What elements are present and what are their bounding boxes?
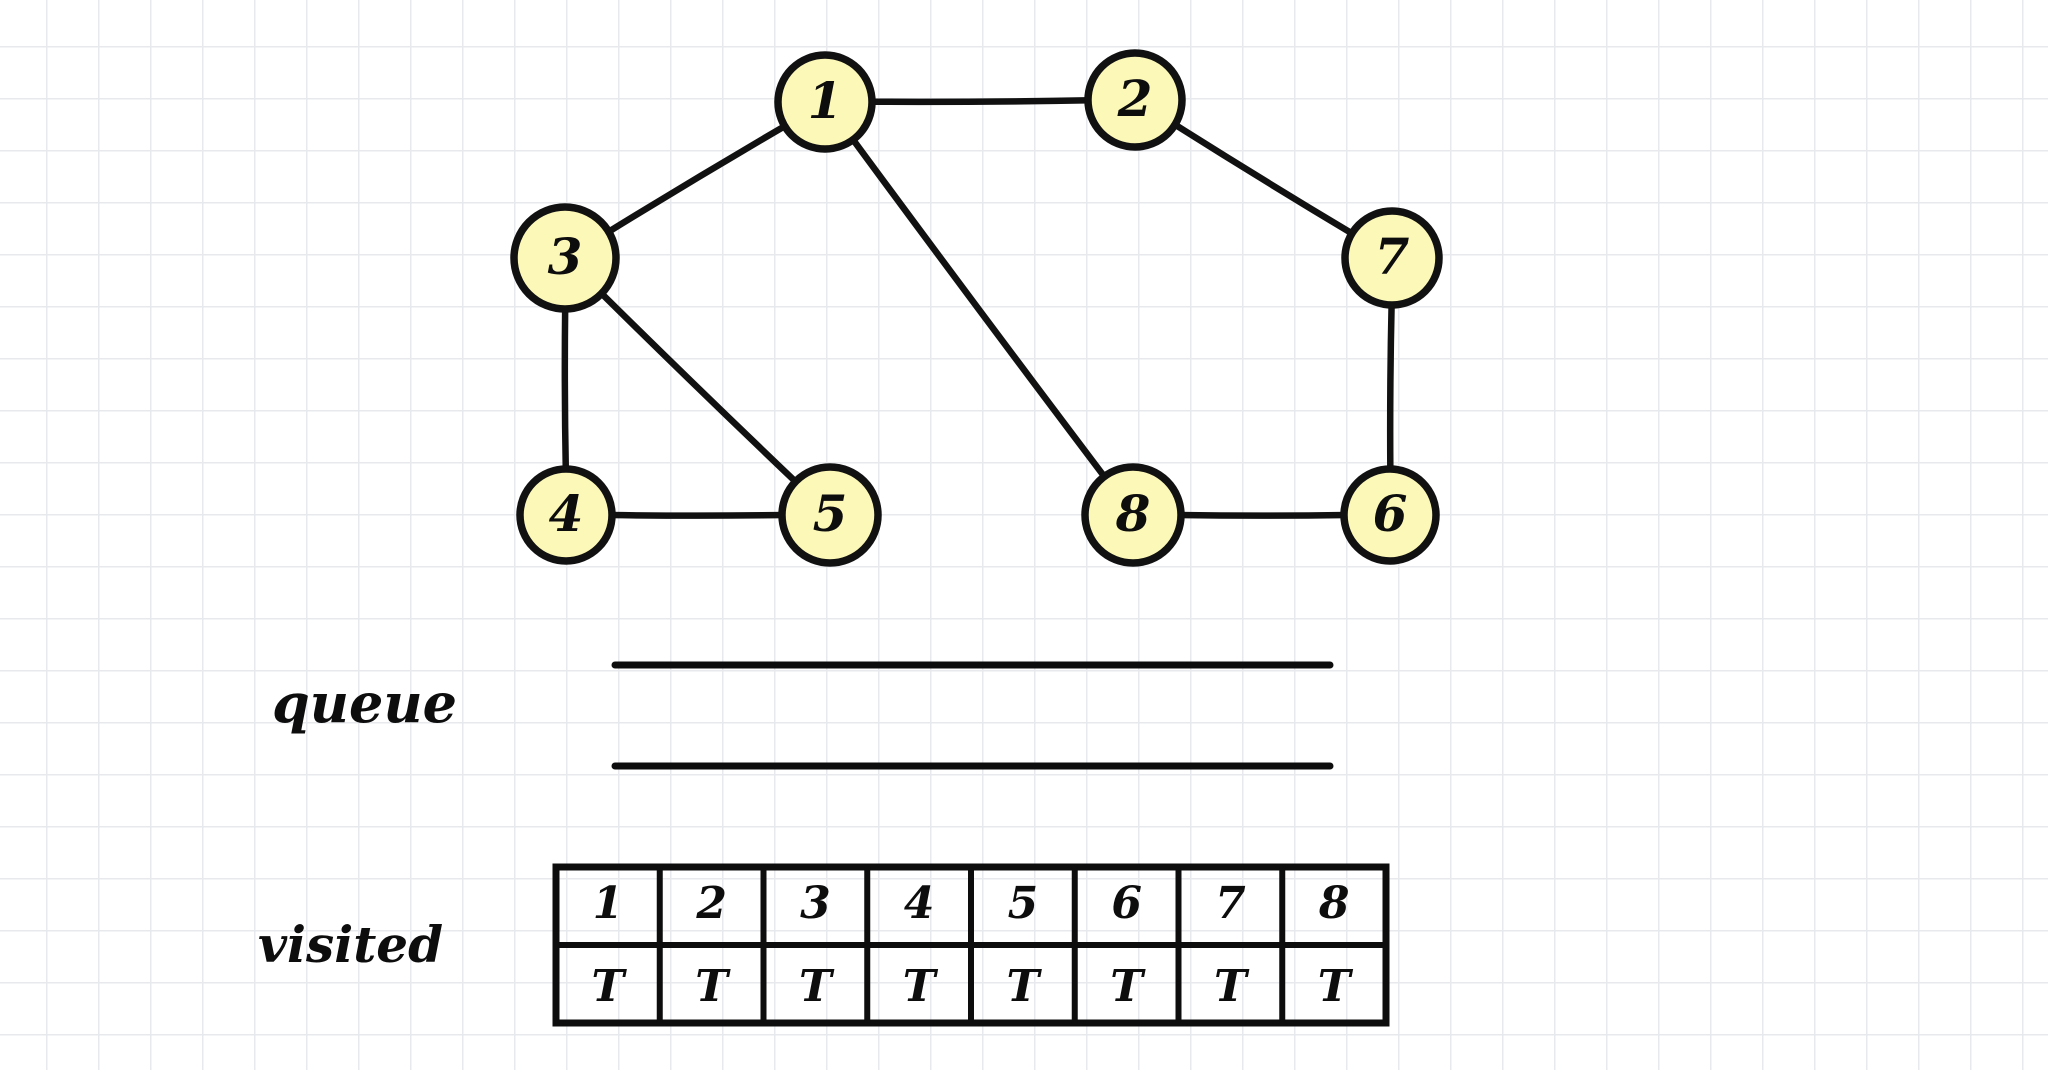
graph-edge-4-5 [605, 511, 789, 519]
graph-edges-layer [561, 97, 1395, 519]
visited-value-cell-8[interactable]: T [1318, 961, 1354, 1012]
graph-node-2[interactable]: 2 [1084, 49, 1186, 151]
visited-header-cell-3: 3 [800, 878, 831, 929]
graph-node-7[interactable]: 7 [1341, 207, 1443, 309]
visited-header-cell-4: 4 [904, 878, 935, 929]
node-circle-5 [778, 463, 882, 567]
graph-edge-3-5 [596, 288, 801, 487]
graph-node-3[interactable]: 3 [510, 203, 620, 313]
visited-value-cell-4[interactable]: T [903, 961, 939, 1012]
node-label-1: 1 [808, 71, 843, 130]
visited-value-cell-5[interactable]: T [1007, 961, 1043, 1012]
node-circle-3 [510, 203, 620, 313]
visited-value-cell-3[interactable]: T [799, 961, 835, 1012]
handwritten-labels: queue visited [258, 671, 457, 974]
node-label-6: 6 [1373, 484, 1408, 543]
graph-edge-1-3 [602, 121, 791, 237]
graph-node-5[interactable]: 5 [778, 463, 882, 567]
visited-header-cell-1: 1 [593, 878, 624, 929]
node-circle-8 [1081, 463, 1185, 567]
graph-edge-2-7 [1169, 119, 1358, 239]
graph-node-8[interactable]: 8 [1081, 463, 1185, 567]
node-circle-2 [1084, 49, 1186, 151]
node-label-3: 3 [548, 227, 583, 286]
graph-edge-7-6 [1386, 298, 1395, 476]
visited-value-cell-1[interactable]: T [592, 961, 628, 1012]
node-label-5: 5 [813, 484, 848, 543]
visited-table: 1 2 3 4 5 6 7 8T T T T T T T T [552, 863, 1390, 1027]
node-circle-7 [1341, 207, 1443, 309]
node-circle-4 [516, 465, 616, 565]
node-label-7: 7 [1375, 227, 1410, 286]
graph-edge-3-4 [561, 302, 570, 476]
queue-area [611, 661, 1334, 770]
queue-label: queue [272, 671, 457, 735]
node-label-4: 4 [549, 484, 584, 543]
graph-nodes-layer: 1 2 3 7 4 5 8 6 [510, 49, 1443, 567]
graph-node-1[interactable]: 1 [774, 51, 876, 153]
visited-header-cell-6: 6 [1111, 878, 1142, 929]
node-label-2: 2 [1117, 69, 1153, 128]
visited-value-cell-2[interactable]: T [695, 961, 731, 1012]
visited-header-cell-2: 2 [695, 878, 727, 929]
visited-label: visited [258, 915, 443, 974]
node-circle-1 [774, 51, 876, 153]
node-circle-6 [1340, 465, 1440, 565]
visited-header-cell-8: 8 [1318, 878, 1350, 929]
visited-value-cell-7[interactable]: T [1214, 961, 1250, 1012]
visited-value-cell-6[interactable]: T [1110, 961, 1146, 1012]
graph-edge-1-8 [848, 134, 1110, 483]
graph-edge-1-2 [865, 97, 1095, 106]
visited-header-cell-5: 5 [1008, 878, 1039, 929]
node-label-8: 8 [1115, 484, 1151, 543]
graph-node-6[interactable]: 6 [1340, 465, 1440, 565]
graph-node-4[interactable]: 4 [516, 465, 616, 565]
graph-edge-8-6 [1174, 511, 1351, 519]
visited-header-cell-7: 7 [1215, 878, 1246, 929]
